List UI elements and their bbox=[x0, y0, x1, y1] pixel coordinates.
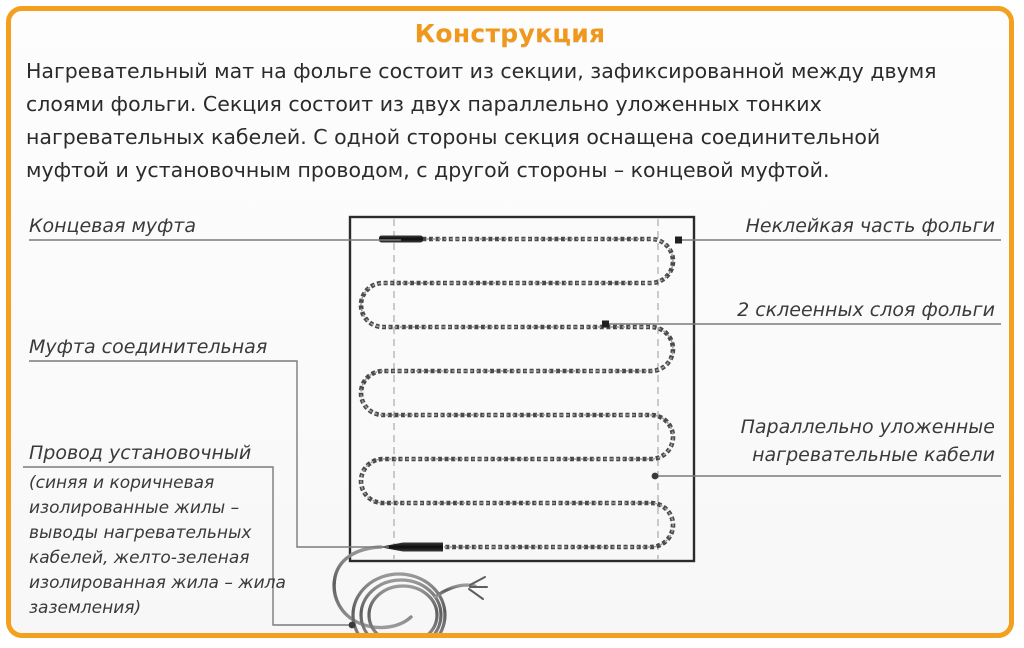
end-sleeve bbox=[379, 235, 423, 243]
page-title: Конструкция bbox=[414, 19, 606, 48]
installation-wire-coil bbox=[351, 572, 477, 633]
callout-installation-wire-note: (синяя и коричневая изолированные жилы –… bbox=[29, 473, 286, 618]
leader-dot-non-adhesive-foil bbox=[675, 236, 682, 244]
wire-coil-middle bbox=[359, 578, 443, 633]
callout-glued-foil-layers: 2 склеенных слоя фольги bbox=[737, 299, 995, 321]
callout-coupling-sleeve: Муфта соединительная bbox=[29, 336, 268, 358]
heating-cable-serpentine bbox=[358, 236, 676, 550]
card-inner-surface: Конструкция Нагревательный мат на фольге… bbox=[11, 11, 1009, 633]
callout-installation-wire: Провод установочный bbox=[29, 442, 252, 464]
foil-sheet-outline bbox=[348, 215, 696, 563]
wire-coil-inner bbox=[367, 584, 439, 633]
description-text: Нагревательный мат на фольге состоит из … bbox=[26, 55, 997, 187]
wire-conductor-ends bbox=[468, 576, 488, 600]
description-line-1: Нагревательный мат на фольге состоит из … bbox=[26, 59, 937, 83]
coupling-sleeve bbox=[379, 542, 443, 552]
leader-dot-parallel-cables bbox=[651, 472, 659, 480]
description-line-3: нагревательных кабелей. С одной стороны … bbox=[26, 125, 881, 149]
construction-info-card: Конструкция Нагревательный мат на фольге… bbox=[6, 6, 1014, 638]
description-line-4: муфтой и установочным проводом, с другой… bbox=[26, 158, 830, 182]
wire-coil-tail bbox=[433, 583, 477, 599]
description-line-2: слоями фольги. Секция состоит из двух па… bbox=[26, 92, 822, 116]
callout-non-adhesive-foil: Неклейкая часть фольги bbox=[745, 215, 995, 237]
callout-end-sleeve: Концевая муфта bbox=[29, 215, 197, 237]
callout-parallel-cables-line-2: нагревательные кабели bbox=[752, 444, 995, 466]
wire-coil-outer bbox=[351, 572, 447, 633]
callout-parallel-cables-line-1: Параллельно уложенные bbox=[740, 416, 995, 438]
